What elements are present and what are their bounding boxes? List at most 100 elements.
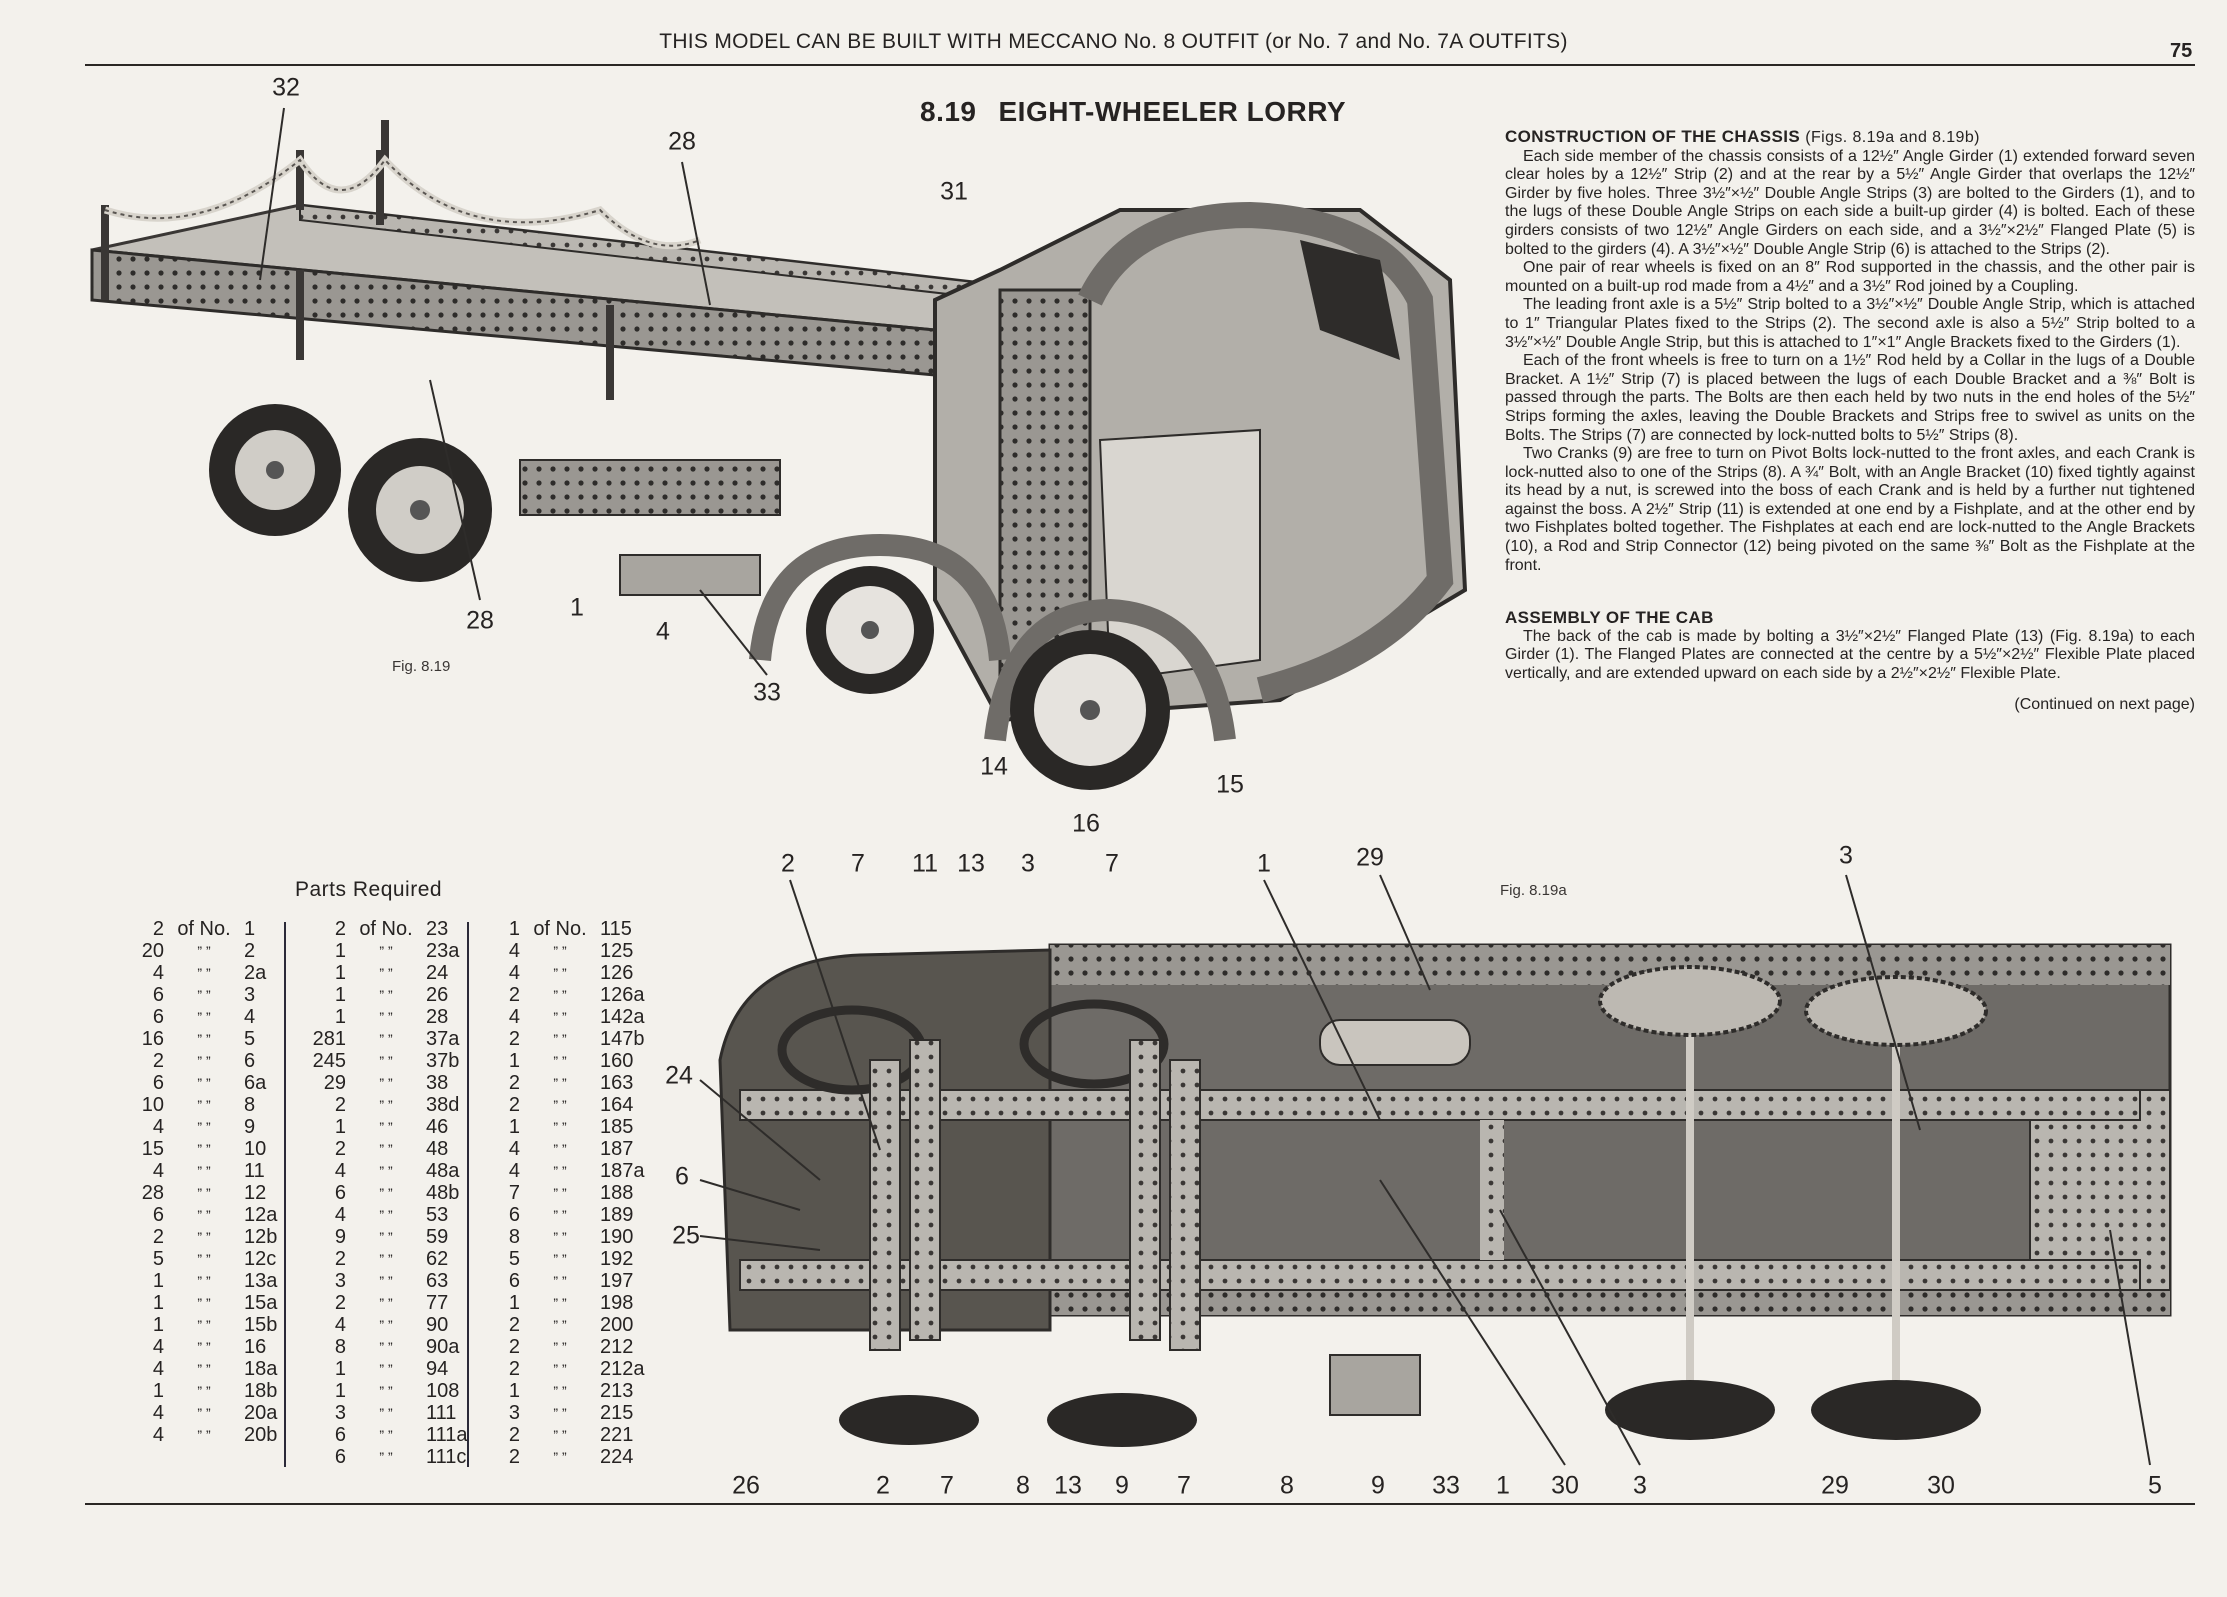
column-divider: [467, 922, 469, 1467]
part-of-no: ” ”: [379, 965, 393, 981]
parts-row: 2” ”164: [474, 1094, 660, 1116]
part-of-no: ” ”: [379, 1185, 393, 1201]
parts-row: 281” ”37a: [300, 1028, 486, 1050]
part-quantity: 1: [334, 940, 346, 962]
parts-row: 1” ”160: [474, 1050, 660, 1072]
part-number: 188: [600, 1182, 634, 1204]
part-of-no: ” ”: [553, 1185, 567, 1201]
callout: 7: [940, 1471, 954, 1500]
callout: 9: [1115, 1471, 1129, 1500]
parts-row: 7” ”188: [474, 1182, 660, 1204]
part-number: 62: [426, 1248, 449, 1270]
part-quantity: 6: [152, 984, 164, 1006]
part-of-no: ” ”: [197, 1141, 211, 1157]
part-quantity: 1: [152, 1292, 164, 1314]
part-number: 48a: [426, 1160, 460, 1182]
part-quantity: 1: [508, 1116, 520, 1138]
part-number: 197: [600, 1270, 634, 1292]
part-quantity: 4: [334, 1314, 346, 1336]
part-of-no: ” ”: [379, 1097, 393, 1113]
part-number: 16: [244, 1336, 267, 1358]
part-of-no: ” ”: [553, 1009, 567, 1025]
parts-row: 2” ”6: [118, 1050, 304, 1072]
callout: 15: [1216, 770, 1244, 799]
parts-row: 4” ”9: [118, 1116, 304, 1138]
parts-row: 1” ”46: [300, 1116, 486, 1138]
part-quantity: 2: [508, 1072, 520, 1094]
part-of-no: ” ”: [197, 1361, 211, 1377]
parts-row: 1” ”26: [300, 984, 486, 1006]
callout: 25: [672, 1221, 700, 1250]
part-of-no: ” ”: [197, 987, 211, 1003]
part-number: 2a: [244, 962, 267, 984]
part-quantity: 6: [334, 1446, 346, 1468]
part-of-no: ” ”: [553, 1119, 567, 1135]
parts-row: 6” ”12a: [118, 1204, 304, 1226]
column-divider: [284, 922, 286, 1467]
callout: 1: [570, 593, 584, 622]
model-name: EIGHT-WHEELER LORRY: [998, 96, 1347, 127]
part-number: 111a: [426, 1424, 468, 1446]
part-quantity: 4: [508, 962, 520, 984]
part-quantity: 2: [508, 1424, 520, 1446]
part-number: 164: [600, 1094, 634, 1116]
part-of-no: ” ”: [379, 1405, 393, 1421]
part-quantity: 20: [141, 940, 164, 962]
part-quantity: 2: [334, 1248, 346, 1270]
chassis-underside-drawing: [259, 107, 2172, 1466]
parts-row: 16” ”5: [118, 1028, 304, 1050]
model-number: 8.19: [920, 96, 977, 127]
part-number: 12a: [244, 1204, 278, 1226]
parts-row: 2” ”212: [474, 1336, 660, 1358]
callout: 31: [940, 177, 968, 206]
part-quantity: 8: [508, 1226, 520, 1248]
parts-row: 4” ”187: [474, 1138, 660, 1160]
top-rule: [85, 64, 2195, 66]
callout: 29: [1821, 1471, 1849, 1500]
part-of-no: ” ”: [379, 1075, 393, 1091]
part-number: 18a: [244, 1358, 278, 1380]
part-quantity: 4: [152, 1160, 164, 1182]
part-number: 215: [600, 1402, 634, 1424]
part-of-no: ” ”: [553, 1163, 567, 1179]
part-of-no: ” ”: [197, 1207, 211, 1223]
part-number: 163: [600, 1072, 634, 1094]
parts-row: 1” ”108: [300, 1380, 486, 1402]
callout: 2: [876, 1471, 890, 1500]
part-quantity: 4: [334, 1204, 346, 1226]
callout: 11: [912, 849, 938, 878]
part-number: 38d: [426, 1094, 460, 1116]
callout: 3: [1633, 1471, 1647, 1500]
paragraph: The back of the cab is made by bolting a…: [1505, 627, 2195, 683]
part-quantity: 16: [141, 1028, 164, 1050]
part-quantity: 4: [508, 1006, 520, 1028]
part-of-no: ” ”: [197, 965, 211, 981]
parts-row: 2” ”200: [474, 1314, 660, 1336]
parts-row: 6” ”189: [474, 1204, 660, 1226]
part-number: 142a: [600, 1006, 645, 1028]
part-number: 200: [600, 1314, 634, 1336]
part-of-no: of No.: [359, 918, 413, 940]
callout: 33: [753, 678, 781, 707]
parts-row: 1” ”28: [300, 1006, 486, 1028]
parts-row: 9” ”59: [300, 1226, 486, 1248]
part-of-no: ” ”: [197, 1405, 211, 1421]
continued-note: (Continued on next page): [2014, 695, 2195, 713]
part-of-no: ” ”: [553, 1317, 567, 1333]
part-of-no: ” ”: [379, 943, 393, 959]
callout: 3: [1021, 849, 1035, 878]
part-quantity: 1: [508, 1050, 520, 1072]
part-of-no: ” ”: [553, 1031, 567, 1047]
part-number: 90: [426, 1314, 449, 1336]
parts-row: 2” ”212a: [474, 1358, 660, 1380]
part-of-no: ” ”: [197, 1031, 211, 1047]
parts-row: 28” ”12: [118, 1182, 304, 1204]
part-number: 126a: [600, 984, 645, 1006]
part-number: 77: [426, 1292, 449, 1314]
part-of-no: ” ”: [197, 1339, 211, 1355]
parts-row: 5” ”12c: [118, 1248, 304, 1270]
part-number: 9: [244, 1116, 256, 1138]
part-number: 48: [426, 1138, 449, 1160]
